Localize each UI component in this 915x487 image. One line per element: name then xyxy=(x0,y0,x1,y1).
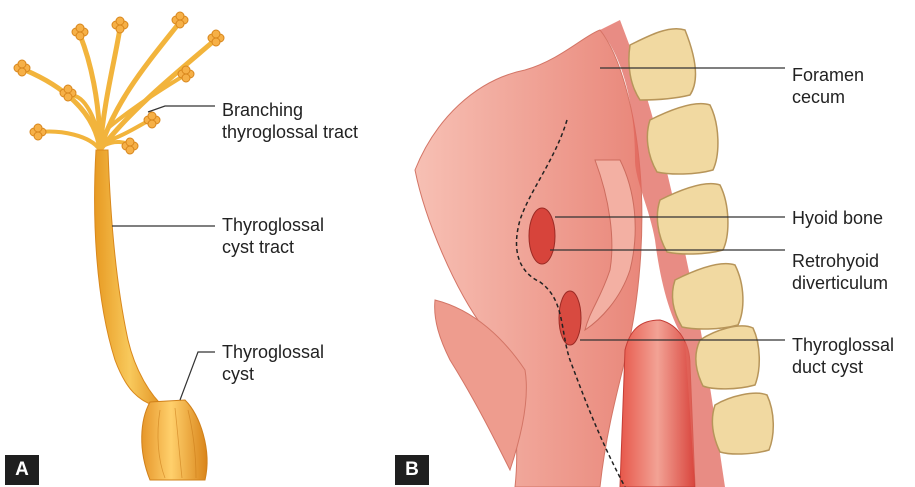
panel-badge-b: B xyxy=(395,455,429,485)
panel-badge-a: A xyxy=(5,455,39,485)
label-thyroglossal-cyst: Thyroglossal cyst xyxy=(222,341,324,385)
label-branching-thyroglossal-tract: Branching thyroglossal tract xyxy=(222,99,358,143)
tract-terminal-clusters xyxy=(14,12,224,154)
thyroglossal-cyst xyxy=(142,400,207,480)
hyoid-bone xyxy=(529,208,555,264)
label-retrohyoid-diverticulum: Retrohyoid diverticulum xyxy=(792,250,888,294)
tongue-and-pharynx xyxy=(415,30,642,487)
label-thyroglossal-cyst-tract: Thyroglossal cyst tract xyxy=(222,214,324,258)
label-hyoid-bone: Hyoid bone xyxy=(792,207,883,229)
thyroglossal-tract-illustration xyxy=(0,0,395,487)
branching-tract xyxy=(25,22,215,150)
label-foramen-cecum: Foramen cecum xyxy=(792,64,864,108)
label-thyroglossal-duct-cyst: Thyroglossal duct cyst xyxy=(792,334,894,378)
panel-b: Foramen cecum Hyoid bone Retrohyoid dive… xyxy=(395,0,915,487)
panel-a: Branching thyroglossal tract Thyroglossa… xyxy=(0,0,395,487)
cyst-tract xyxy=(95,150,165,408)
thyroglossal-duct-cyst xyxy=(559,291,581,345)
trachea xyxy=(620,320,695,487)
